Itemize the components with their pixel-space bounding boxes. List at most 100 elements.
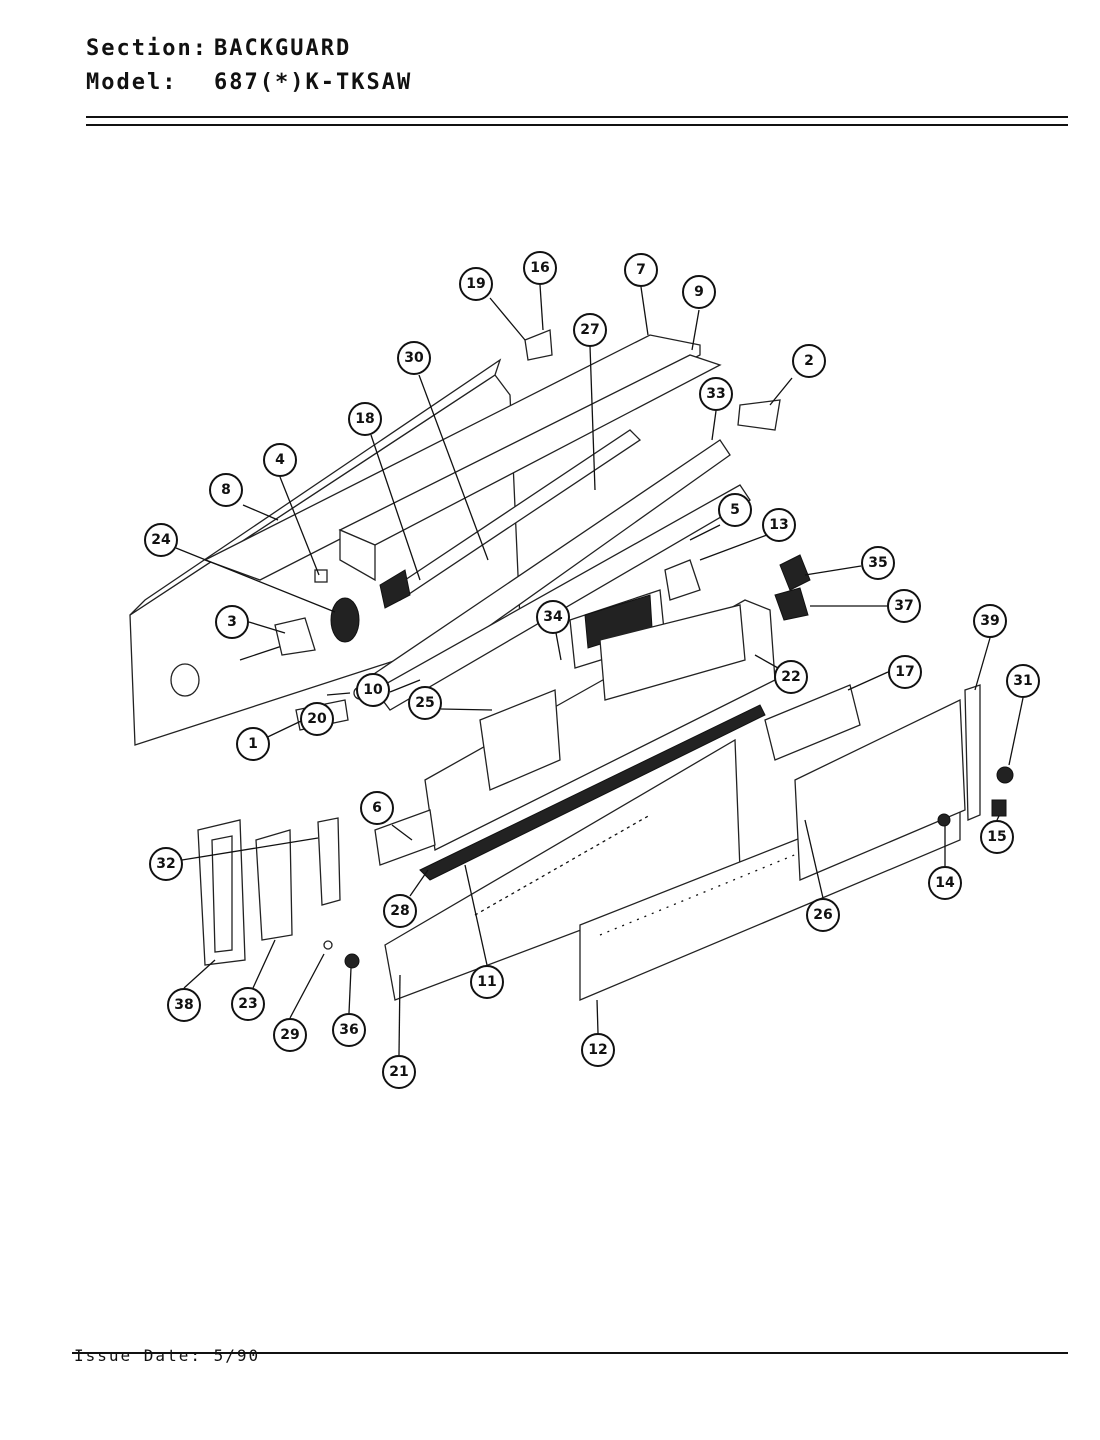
tube-part	[379, 429, 642, 609]
callout-20: 20	[300, 702, 334, 736]
callout-10: 10	[356, 673, 390, 707]
callout-label: 34	[543, 609, 563, 625]
callout-label: 3	[227, 614, 237, 630]
callout-label: 27	[580, 322, 599, 338]
callout-34: 34	[536, 600, 570, 634]
callout-label: 10	[363, 682, 383, 698]
callout-2: 2	[792, 344, 826, 378]
callout-33: 33	[699, 377, 733, 411]
callout-label: 32	[156, 856, 175, 872]
callout-label: 30	[404, 350, 424, 366]
callout-label: 38	[174, 997, 193, 1013]
switch-parts	[774, 554, 811, 621]
callout-label: 19	[466, 276, 485, 292]
issue-date: Issue Date: 5/90	[74, 1346, 261, 1365]
clock-display-part	[569, 559, 701, 669]
callout-22: 22	[774, 660, 808, 694]
callout-label: 20	[307, 711, 327, 727]
callout-label: 4	[275, 452, 285, 468]
callout-28: 28	[383, 894, 417, 928]
callout-37: 37	[887, 589, 921, 623]
callout-label: 26	[813, 907, 832, 923]
callout-25: 25	[408, 686, 442, 720]
callout-label: 29	[280, 1027, 299, 1043]
callout-9: 9	[682, 275, 716, 309]
model-label: Model:	[86, 70, 178, 95]
callout-label: 25	[415, 695, 434, 711]
callout-35: 35	[861, 546, 895, 580]
callout-label: 16	[530, 260, 549, 276]
callout-label: 21	[389, 1064, 408, 1080]
callout-15: 15	[980, 820, 1014, 854]
right-panel-part	[764, 684, 966, 881]
callout-4: 4	[263, 443, 297, 477]
section-label: Section:	[86, 36, 208, 61]
callout-label: 2	[804, 353, 814, 369]
callout-23: 23	[231, 987, 265, 1021]
section-header: Section:BACKGUARD	[86, 36, 351, 61]
callout-label: 24	[151, 532, 171, 548]
callout-6: 6	[360, 791, 394, 825]
callout-label: 8	[221, 482, 231, 498]
callout-32: 32	[149, 847, 183, 881]
callout-label: 7	[636, 262, 646, 278]
end-trim-part	[964, 684, 1014, 821]
callout-14: 14	[928, 866, 962, 900]
callout-11: 11	[470, 965, 504, 999]
callout-label: 36	[339, 1022, 358, 1038]
callout-label: 28	[390, 903, 409, 919]
callout-label: 13	[769, 517, 788, 533]
side-trim-parts	[197, 699, 349, 966]
callout-39: 39	[973, 604, 1007, 638]
callout-label: 23	[238, 996, 257, 1012]
callout-label: 39	[980, 613, 999, 629]
callout-label: 6	[372, 800, 382, 816]
callout-5: 5	[718, 493, 752, 527]
callout-36: 36	[332, 1013, 366, 1047]
callout-27: 27	[573, 313, 607, 347]
callout-8: 8	[209, 473, 243, 507]
top-trim-parts	[203, 334, 722, 582]
callout-7: 7	[624, 253, 658, 287]
model-header: Model: 687(*)K-TKSAW	[86, 70, 412, 95]
callout-16: 16	[523, 251, 557, 285]
callout-17: 17	[888, 655, 922, 689]
vent-slots	[474, 814, 651, 916]
section-value: BACKGUARD	[214, 36, 352, 61]
callout-label: 17	[895, 664, 914, 680]
callout-label: 12	[588, 1042, 607, 1058]
callout-label: 11	[477, 974, 496, 990]
callout-18: 18	[348, 402, 382, 436]
callout-label: 35	[868, 555, 887, 571]
model-value: 687(*)K-TKSAW	[214, 70, 413, 95]
callout-3: 3	[215, 605, 249, 639]
callout-label: 33	[706, 386, 725, 402]
callout-19: 19	[459, 267, 493, 301]
callout-label: 15	[987, 829, 1006, 845]
callout-29: 29	[273, 1018, 307, 1052]
callout-26: 26	[806, 898, 840, 932]
callout-21: 21	[382, 1055, 416, 1089]
callout-24: 24	[144, 523, 178, 557]
callout-label: 1	[248, 736, 258, 752]
callout-label: 14	[935, 875, 955, 891]
callout-label: 37	[894, 598, 913, 614]
callout-label: 22	[781, 669, 800, 685]
callout-label: 5	[730, 502, 740, 518]
callout-label: 9	[694, 284, 704, 300]
footer-rule	[72, 1352, 1068, 1354]
callout-label: 18	[355, 411, 374, 427]
bracket-6-part	[374, 809, 436, 866]
header-rule-bottom	[86, 124, 1068, 126]
header-rule-top	[86, 116, 1068, 118]
hardware-parts	[323, 329, 951, 969]
callout-1: 1	[236, 727, 270, 761]
callout-38: 38	[167, 988, 201, 1022]
callout-label: 31	[1013, 673, 1032, 689]
callout-31: 31	[1006, 664, 1040, 698]
leader-lines	[175, 284, 1024, 1056]
control-panel-part	[419, 599, 776, 881]
callout-12: 12	[581, 1033, 615, 1067]
callout-30: 30	[397, 341, 431, 375]
